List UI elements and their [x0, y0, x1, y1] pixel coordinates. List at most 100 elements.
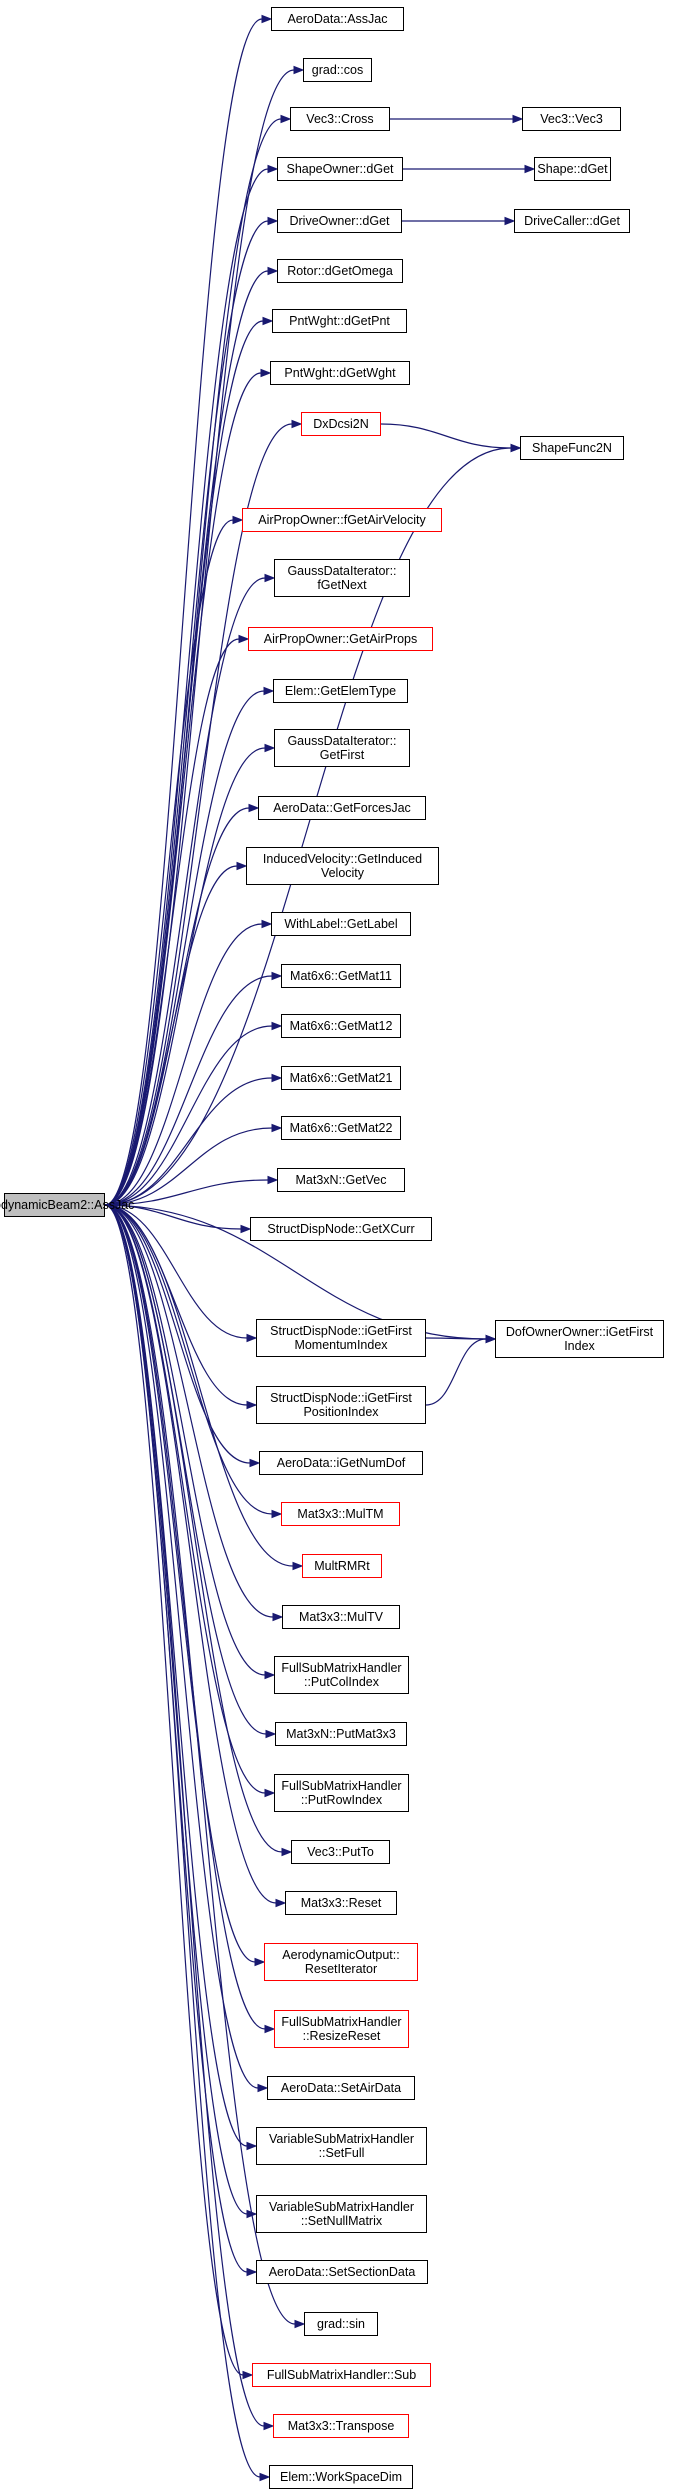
edge-root-to-n24	[104, 1077, 273, 1206]
node-elem-getelemtype[interactable]: Elem::GetElemType	[273, 679, 408, 703]
edge-root-to-n36	[104, 1204, 267, 1735]
node-elem-workspacedim[interactable]: Elem::WorkSpaceDim	[269, 2465, 413, 2489]
edge-root-to-n29	[104, 1204, 248, 1339]
node-fullsubmatrixhandler-sub[interactable]: FullSubMatrixHandler::Sub	[252, 2363, 431, 2387]
node-variablesubmatrixhandler-setfull[interactable]: VariableSubMatrixHandler ::SetFull	[256, 2127, 427, 2165]
node-drivecaller-dget[interactable]: DriveCaller::dGet	[514, 209, 630, 233]
node-mat6x6-getmat11[interactable]: Mat6x6::GetMat11	[281, 964, 401, 988]
node-gaussdataiterator-fgetnext[interactable]: GaussDataIterator:: fGetNext	[274, 559, 410, 597]
node-rotor-dgetomega[interactable]: Rotor::dGetOmega	[277, 259, 403, 283]
edge-root-to-n21	[104, 923, 263, 1206]
node-aerodata-getforcesjac[interactable]: AeroData::GetForcesJac	[258, 796, 426, 820]
node-shapeowner-dget[interactable]: ShapeOwner::dGet	[277, 157, 403, 181]
node-dofownerowner-igetfirst-index[interactable]: DofOwnerOwner::iGetFirst Index	[495, 1320, 664, 1358]
edge-root-to-n12	[104, 423, 293, 1206]
edge-root-to-n39	[104, 1204, 277, 1904]
node-multrmrt[interactable]: MultRMRt	[302, 1554, 382, 1578]
node-aerodata-setsectiondata[interactable]: AeroData::SetSectionData	[256, 2260, 428, 2284]
node-mat3x3-transpose[interactable]: Mat3x3::Transpose	[273, 2414, 409, 2438]
node-aerodata-setairdata[interactable]: AeroData::SetAirData	[267, 2076, 415, 2100]
arrowhead-n40	[254, 1957, 266, 1967]
arrowhead-n42	[257, 2083, 269, 2093]
arrowhead-n45	[246, 2267, 258, 2277]
edge-root-to-n13	[104, 447, 512, 1206]
root-node: AerodynamicBeam2::AssJac	[0, 1193, 134, 1217]
arrowhead-n43	[246, 2141, 258, 2151]
node-gaussdataiterator-getfirst[interactable]: GaussDataIterator:: GetFirst	[274, 729, 410, 767]
arrowhead-n35	[264, 1670, 276, 1680]
node-mat6x6-getmat21[interactable]: Mat6x6::GetMat21	[281, 1066, 401, 1090]
node-grad-sin[interactable]: grad::sin	[304, 2312, 378, 2336]
arrowhead-n38	[281, 1847, 293, 1857]
arrowhead-n20	[236, 861, 248, 871]
node-vec3-vec3[interactable]: Vec3::Vec3	[522, 107, 621, 131]
node-shapefunc2n[interactable]: ShapeFunc2N	[520, 436, 624, 460]
edge-n12-to-n13	[380, 423, 512, 449]
arrowhead-n6	[524, 164, 536, 174]
arrowhead-n14	[232, 515, 244, 525]
node-structdispnode-getxcurr[interactable]: StructDispNode::GetXCurr	[250, 1217, 432, 1241]
edge-root-to-n5	[104, 168, 269, 1206]
node-vec3-cross[interactable]: Vec3::Cross	[290, 107, 390, 131]
node-inducedvelocity-getinduced-velocity[interactable]: InducedVelocity::GetInduced Velocity	[246, 847, 439, 885]
node-withlabel-getlabel[interactable]: WithLabel::GetLabel	[271, 912, 411, 936]
node-mat3xn-putmat3x3[interactable]: Mat3xN::PutMat3x3	[275, 1722, 407, 1746]
node-shape-dget[interactable]: Shape::dGet	[534, 157, 611, 181]
arrowhead-n7	[267, 216, 279, 226]
arrowhead-n19	[248, 803, 260, 813]
arrowhead-n46	[294, 2319, 306, 2329]
node-fullsubmatrixhandler-putcolindex[interactable]: FullSubMatrixHandler ::PutColIndex	[274, 1656, 409, 1694]
edge-root-to-n38	[104, 1204, 283, 1853]
arrowhead-n13	[510, 443, 522, 453]
edge-n30-to-n28	[425, 1338, 487, 1406]
arrowhead-n4	[512, 114, 524, 124]
arrowhead-n18	[264, 743, 276, 753]
node-fullsubmatrixhandler-putrowindex[interactable]: FullSubMatrixHandler ::PutRowIndex	[274, 1774, 409, 1812]
node-airpropowner-getairprops[interactable]: AirPropOwner::GetAirProps	[248, 627, 433, 651]
node-aerodata-assjac[interactable]: AeroData::AssJac	[271, 7, 404, 31]
edge-root-to-n40	[104, 1204, 256, 1963]
node-mat3xn-getvec[interactable]: Mat3xN::GetVec	[277, 1168, 405, 1192]
node-driveowner-dget[interactable]: DriveOwner::dGet	[277, 209, 402, 233]
edge-root-to-n43	[104, 1204, 248, 2147]
node-variablesubmatrixhandler-setnullmatrix[interactable]: VariableSubMatrixHandler ::SetNullMatrix	[256, 2195, 427, 2233]
node-mat3x3-multm[interactable]: Mat3x3::MulTM	[281, 1502, 400, 1526]
node-mat6x6-getmat22[interactable]: Mat6x6::GetMat22	[281, 1116, 401, 1140]
arrowhead-n26	[267, 1175, 279, 1185]
arrowhead-n16	[238, 634, 250, 644]
node-vec3-putto[interactable]: Vec3::PutTo	[291, 1840, 390, 1864]
node-mat6x6-getmat12[interactable]: Mat6x6::GetMat12	[281, 1014, 401, 1038]
node-mat3x3-reset[interactable]: Mat3x3::Reset	[285, 1891, 397, 1915]
arrowhead-n47	[242, 2370, 254, 2380]
edge-root-to-n32	[104, 1204, 273, 1515]
arrowhead-n8	[504, 216, 516, 226]
arrowhead-n30	[246, 1400, 258, 1410]
node-aerodata-igetnumdof[interactable]: AeroData::iGetNumDof	[259, 1451, 423, 1475]
node-grad-cos[interactable]: grad::cos	[303, 58, 372, 82]
node-airpropowner-fgetairvelocity[interactable]: AirPropOwner::fGetAirVelocity	[242, 508, 442, 532]
edge-root-to-n37	[104, 1204, 266, 1794]
arrowhead-n5	[267, 164, 279, 174]
edge-root-to-n7	[104, 220, 269, 1206]
arrowhead-n22	[271, 971, 283, 981]
edge-n29-to-n28	[425, 1337, 487, 1340]
edge-root-to-n15	[104, 577, 266, 1206]
edge-root-to-n22	[104, 975, 273, 1206]
edge-root-to-n20	[104, 865, 238, 1206]
edge-root-to-n14	[104, 519, 234, 1206]
node-aerodynamicoutput-resetiterator[interactable]: AerodynamicOutput:: ResetIterator	[264, 1943, 418, 1981]
arrowhead-n23	[271, 1021, 283, 1031]
arrowhead-n29	[246, 1333, 258, 1343]
node-pntwght-dgetpnt[interactable]: PntWght::dGetPnt	[272, 309, 407, 333]
node-pntwght-dgetwght[interactable]: PntWght::dGetWght	[270, 361, 410, 385]
node-dxdcsi2n[interactable]: DxDcsi2N	[301, 412, 381, 436]
arrowhead-n21	[261, 919, 273, 929]
node-fullsubmatrixhandler-resizereset[interactable]: FullSubMatrixHandler ::ResizeReset	[274, 2010, 409, 2048]
arrowhead-n2	[293, 65, 305, 75]
node-mat3x3-multv[interactable]: Mat3x3::MulTV	[282, 1605, 400, 1629]
arrowhead-n37	[264, 1788, 276, 1798]
edge-root-to-n42	[104, 1204, 259, 2089]
arrowhead-n31	[249, 1458, 261, 1468]
node-structdispnode-igetfirst-positionindex[interactable]: StructDispNode::iGetFirst PositionIndex	[256, 1386, 426, 1424]
node-structdispnode-igetfirst-momentumindex[interactable]: StructDispNode::iGetFirst MomentumIndex	[256, 1319, 426, 1357]
